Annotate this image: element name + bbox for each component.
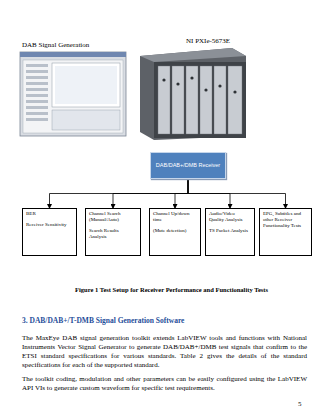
box-text: EPG, Subtitles and other Receiver Functi… [263,211,308,229]
test-box: Channel Up/down time (Mute detection) [149,208,201,256]
box-text: DAB/DAB+/DMB Receiver [156,162,220,169]
figure-part-label: DAB Signal Generation [22,41,132,50]
page-number: 5 [298,400,310,409]
connector [175,179,188,208]
box-text: Audio/Video Quality Analysis [209,211,251,223]
box-text: Channel Up/down time [153,211,197,223]
box-text: TS Packet Analysis [209,228,251,234]
pxi-chassis [140,48,246,140]
receiver-box: DAB/DAB+/DMB Receiver [150,152,226,179]
figure-caption: Figure 1 Test Setup for Receiver Perform… [75,286,315,293]
test-box: Audio/Video Quality Analysis TS Packet An… [205,208,255,256]
software-screenshot [20,52,126,136]
body-paragraph: The toolkit coding, modulation and other… [22,375,307,393]
test-box: Channel Search (Manual/Auto) Search Resul… [85,208,141,256]
test-box: BER Receiver Sensitivity [22,208,77,256]
instrument-label: NI PXIe-5673E [186,37,296,46]
box-text: BER [26,211,73,217]
box-text: Receiver Sensitivity [26,222,73,228]
test-box: EPG, Subtitles and other Receiver Functi… [259,208,312,256]
box-text: Channel Search (Manual/Auto) [89,211,137,223]
connector [188,179,286,208]
box-text: Search Results Analysis [89,228,137,240]
section-heading: 3. DAB/DAB+/T-DMB Signal Generation Soft… [22,316,307,326]
body-paragraph: The MaxEye DAB signal generation toolkit… [22,334,307,370]
receiver-text: DAB/DAB+/DMB Receiver [156,162,220,169]
connector [113,179,188,208]
connector [50,179,189,208]
box-text: (Mute detection) [153,228,197,234]
